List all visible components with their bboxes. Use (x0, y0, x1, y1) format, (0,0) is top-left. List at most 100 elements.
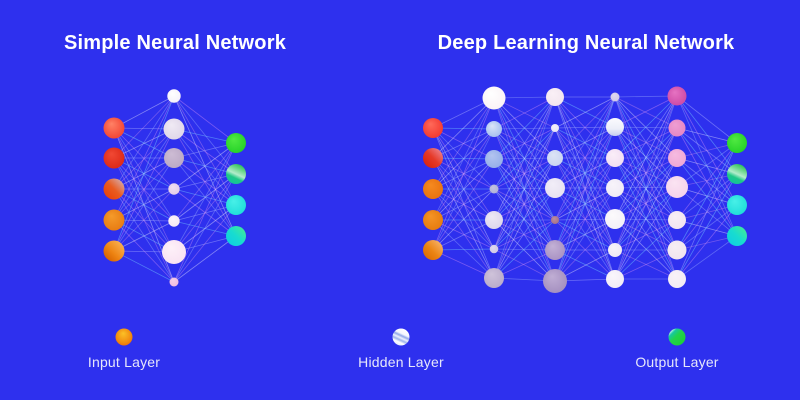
edge (113, 250, 175, 283)
edge (554, 127, 616, 280)
edge (173, 128, 237, 237)
deep-learning-neural-network-output-node (727, 226, 747, 246)
deep-learning-neural-network-hidden-2-node (545, 240, 565, 260)
deep-learning-neural-network-input-node (423, 179, 443, 199)
edge (493, 96, 556, 160)
neuron-nodes (103, 86, 747, 346)
deep-learning-neural-network-hidden-2-node (543, 269, 567, 293)
deep-network-title: Deep Learning Neural Network (437, 32, 735, 54)
simple-neural-network-hidden-node (168, 215, 180, 227)
edge (614, 186, 678, 220)
edge (113, 157, 175, 190)
edge (493, 127, 556, 221)
simple-neural-network-hidden-node (169, 277, 179, 287)
edge (554, 96, 616, 189)
deep-learning-neural-network-hidden-1-node (489, 244, 499, 254)
deep-learning-neural-network-hidden-1-node (485, 150, 503, 168)
edge (173, 173, 237, 190)
deep-learning-neural-network-hidden-4-node (667, 86, 687, 106)
edge (173, 95, 237, 144)
legend-swatch-input-layer (115, 328, 133, 346)
edge (113, 157, 175, 222)
edge (614, 127, 678, 251)
edge (554, 127, 616, 220)
edge (432, 219, 495, 250)
edge (554, 96, 616, 221)
edge (676, 204, 738, 251)
edge (493, 97, 556, 159)
edge (173, 188, 237, 237)
edge (554, 96, 616, 251)
edge (113, 219, 175, 283)
deep-learning-neural-network-hidden-3-node (605, 209, 625, 229)
edge (113, 95, 175, 221)
edge (432, 128, 495, 251)
simple-neural-network-input-node (103, 240, 125, 262)
deep-learning-neural-network-output-node (727, 133, 747, 153)
edge (493, 219, 556, 251)
edge (432, 188, 495, 221)
edge (554, 219, 616, 251)
edge (614, 157, 678, 220)
edge (432, 127, 495, 250)
edge (554, 157, 616, 189)
edge (173, 95, 237, 237)
edge (676, 95, 738, 144)
edge (432, 157, 495, 221)
legend-swatch-output-layer (668, 328, 686, 346)
edge (614, 218, 678, 251)
edge (554, 157, 616, 251)
edge (432, 158, 495, 190)
edge (113, 157, 175, 221)
edge (493, 219, 556, 279)
edge (173, 204, 237, 222)
edge (113, 127, 175, 159)
edge (614, 187, 678, 251)
edge (173, 142, 237, 283)
edge (432, 128, 495, 190)
edge (493, 157, 556, 279)
edge (173, 204, 237, 253)
edge (432, 97, 495, 190)
edge (614, 218, 678, 221)
deep-learning-neural-network-hidden-1-node (486, 121, 502, 137)
edge (493, 96, 556, 130)
edge (554, 96, 616, 128)
edge (173, 128, 237, 175)
edge (554, 126, 616, 282)
edge (173, 142, 237, 190)
edge (113, 95, 175, 129)
deep-learning-neural-network-output-node (727, 164, 747, 184)
edge (493, 127, 556, 130)
deep-learning-neural-network-hidden-3-node (608, 243, 622, 257)
edge (554, 219, 616, 280)
deep-learning-neural-network-hidden-3-node (606, 149, 624, 167)
deep-learning-neural-network-hidden-2-node (547, 150, 563, 166)
edge (432, 249, 495, 279)
edge (173, 142, 237, 159)
edge (554, 249, 616, 280)
edge (173, 157, 237, 175)
edge (676, 204, 738, 280)
deep-learning-neural-network-hidden-2-node (545, 178, 565, 198)
edge (554, 187, 616, 220)
connection-edges (113, 95, 738, 283)
deep-learning-neural-network-hidden-3-node (606, 118, 624, 136)
edge (554, 157, 616, 251)
edge (676, 142, 738, 159)
edge (113, 95, 175, 159)
edge (614, 96, 678, 159)
deep-learning-neural-network-hidden-1-node (482, 86, 506, 110)
deep-learning-neural-network-hidden-4-node (668, 270, 686, 288)
edge (493, 157, 556, 160)
edge (554, 157, 616, 282)
edge (113, 188, 175, 283)
edge (432, 127, 495, 130)
edge (493, 96, 556, 250)
edge (173, 128, 237, 144)
edge (493, 96, 556, 279)
simple-neural-network-hidden-node (164, 148, 184, 168)
simple-neural-network-input-node (103, 178, 125, 200)
edge (676, 142, 738, 221)
edge (676, 95, 738, 237)
